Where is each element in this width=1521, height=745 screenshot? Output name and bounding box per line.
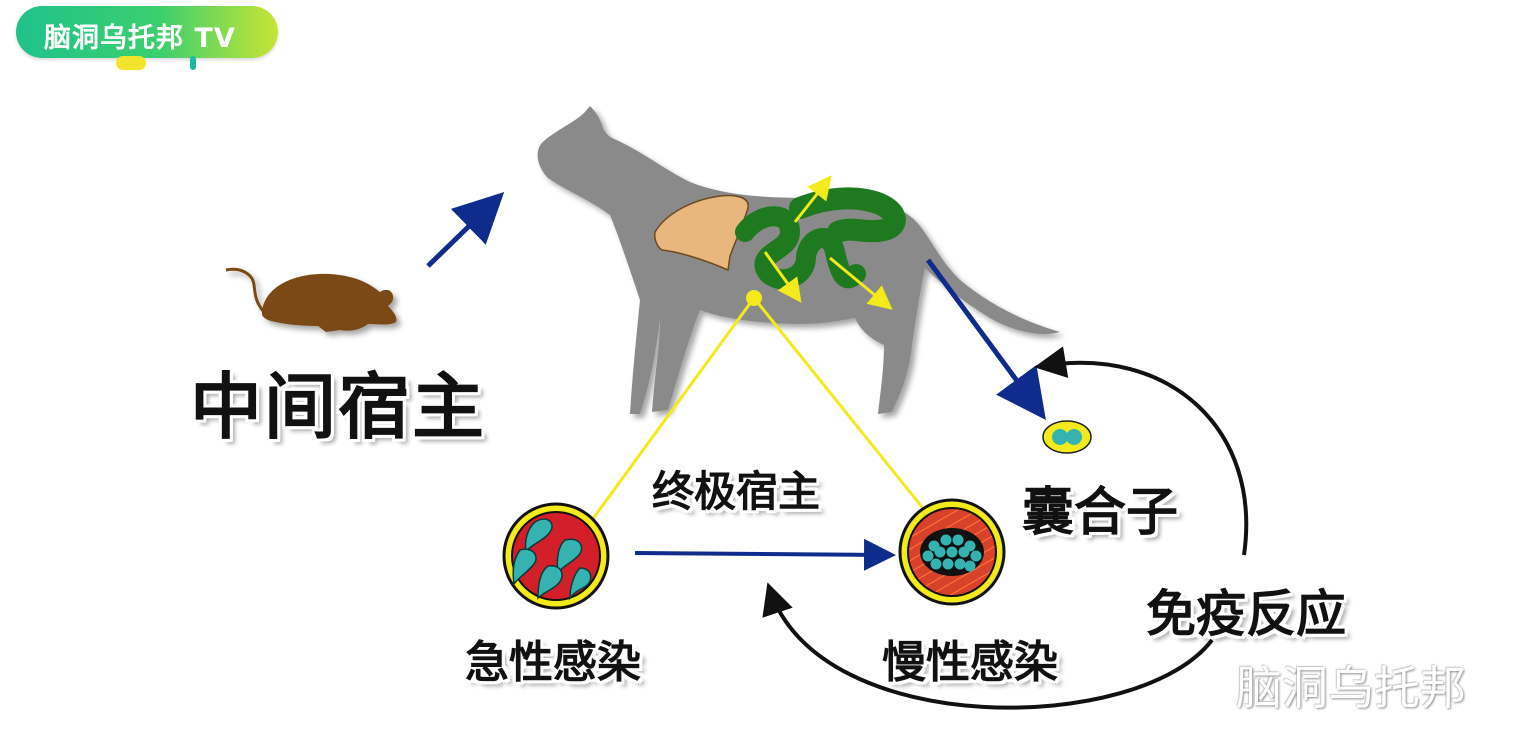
acute-infection-label: 急性感染 — [465, 637, 641, 688]
mouse-silhouette — [225, 267, 397, 332]
infection-path-lines — [590, 297, 928, 521]
acute-to-chronic-arrow — [634, 538, 896, 571]
infection-node — [746, 290, 762, 306]
chronic-infection-label: 慢性感染 — [882, 637, 1058, 688]
oocyst-label: 囊合子 — [1022, 483, 1179, 543]
channel-badge: 脑洞乌托邦 TV — [16, 6, 278, 58]
internal-spread-arrows — [763, 175, 893, 310]
oocyst-icon — [1042, 420, 1092, 454]
acute-infection-icon — [502, 502, 610, 610]
chronic-infection-icon — [898, 498, 1006, 606]
definitive-host-label: 终极宿主 — [652, 467, 821, 516]
intermediate-host-label: 中间宿主 — [190, 365, 487, 449]
badge-accent-teal — [190, 56, 196, 70]
immune-response-label: 免疫反应 — [1146, 585, 1346, 643]
watermark-text: 脑洞乌托邦 — [1236, 661, 1466, 715]
cat-to-oocyst-arrow — [925, 258, 1046, 421]
mouse-to-cat-arrow — [426, 192, 505, 268]
channel-badge-text: 脑洞乌托邦 TV — [44, 23, 236, 54]
immune-to-oocyst-arrow — [1034, 346, 1249, 556]
immune-to-acute-arrow — [762, 582, 1214, 710]
badge-accent-yellow — [116, 56, 146, 70]
